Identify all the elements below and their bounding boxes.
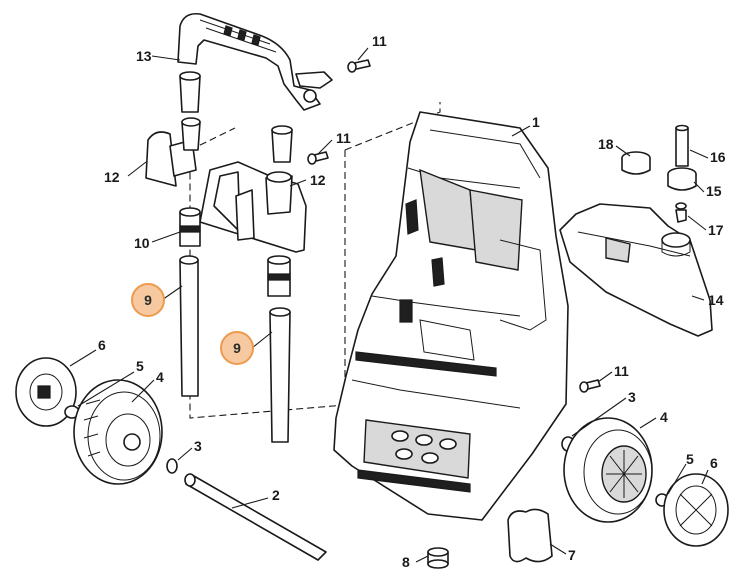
detergent-tank (559, 203, 713, 337)
callout-6-left: 6 (98, 337, 106, 353)
callout-8: 8 (402, 554, 410, 570)
leader-lines (69, 47, 709, 563)
callout-5-right: 5 (686, 451, 694, 467)
frame-tubes (179, 255, 291, 443)
callout-18: 18 (598, 136, 614, 152)
upper-tubes (179, 71, 293, 163)
highlighted-callouts: 9 9 (131, 283, 254, 365)
callout-5-left: 5 (136, 358, 144, 374)
callout-7: 7 (568, 547, 576, 563)
left-wheel-group (15, 357, 178, 485)
callout-12-left: 12 (104, 169, 120, 185)
callout-6-right: 6 (710, 455, 718, 471)
cable-hook-left (145, 117, 201, 187)
hose-holder-bracket (199, 161, 307, 253)
callout-9-left: 9 (144, 292, 152, 308)
right-wheel-group (561, 417, 729, 547)
callout-15: 15 (706, 183, 722, 199)
main-housing-frame (333, 111, 569, 521)
clip-part (507, 508, 553, 563)
axle (184, 473, 327, 561)
callout-13: 13 (136, 48, 152, 64)
callout-11-right: 11 (614, 363, 629, 379)
highlight-circle-9-left (131, 283, 165, 317)
tube-couplers (179, 207, 291, 297)
callout-labels: 13 11 12 11 12 10 1 18 16 15 17 14 11 3 … (98, 33, 726, 570)
highlight-circle-9-right (220, 331, 254, 365)
callout-4-left: 4 (156, 369, 164, 385)
callout-3-left: 3 (194, 438, 202, 454)
callout-4-right: 4 (660, 409, 668, 425)
callout-10: 10 (134, 235, 150, 251)
callout-2: 2 (272, 487, 280, 503)
callout-14: 14 (708, 292, 724, 308)
callout-11-top: 11 (372, 33, 387, 49)
callout-11-mid: 11 (336, 130, 351, 146)
callout-16: 16 (710, 149, 726, 165)
callout-12-right: 12 (310, 172, 326, 188)
callout-17: 17 (708, 222, 724, 238)
callout-1: 1 (532, 114, 540, 130)
handle-part (177, 12, 333, 111)
small-fittings (621, 124, 697, 223)
callout-3-right: 3 (628, 389, 636, 405)
foot-part (427, 547, 449, 569)
callout-9-right: 9 (233, 340, 241, 356)
screws (307, 59, 601, 393)
